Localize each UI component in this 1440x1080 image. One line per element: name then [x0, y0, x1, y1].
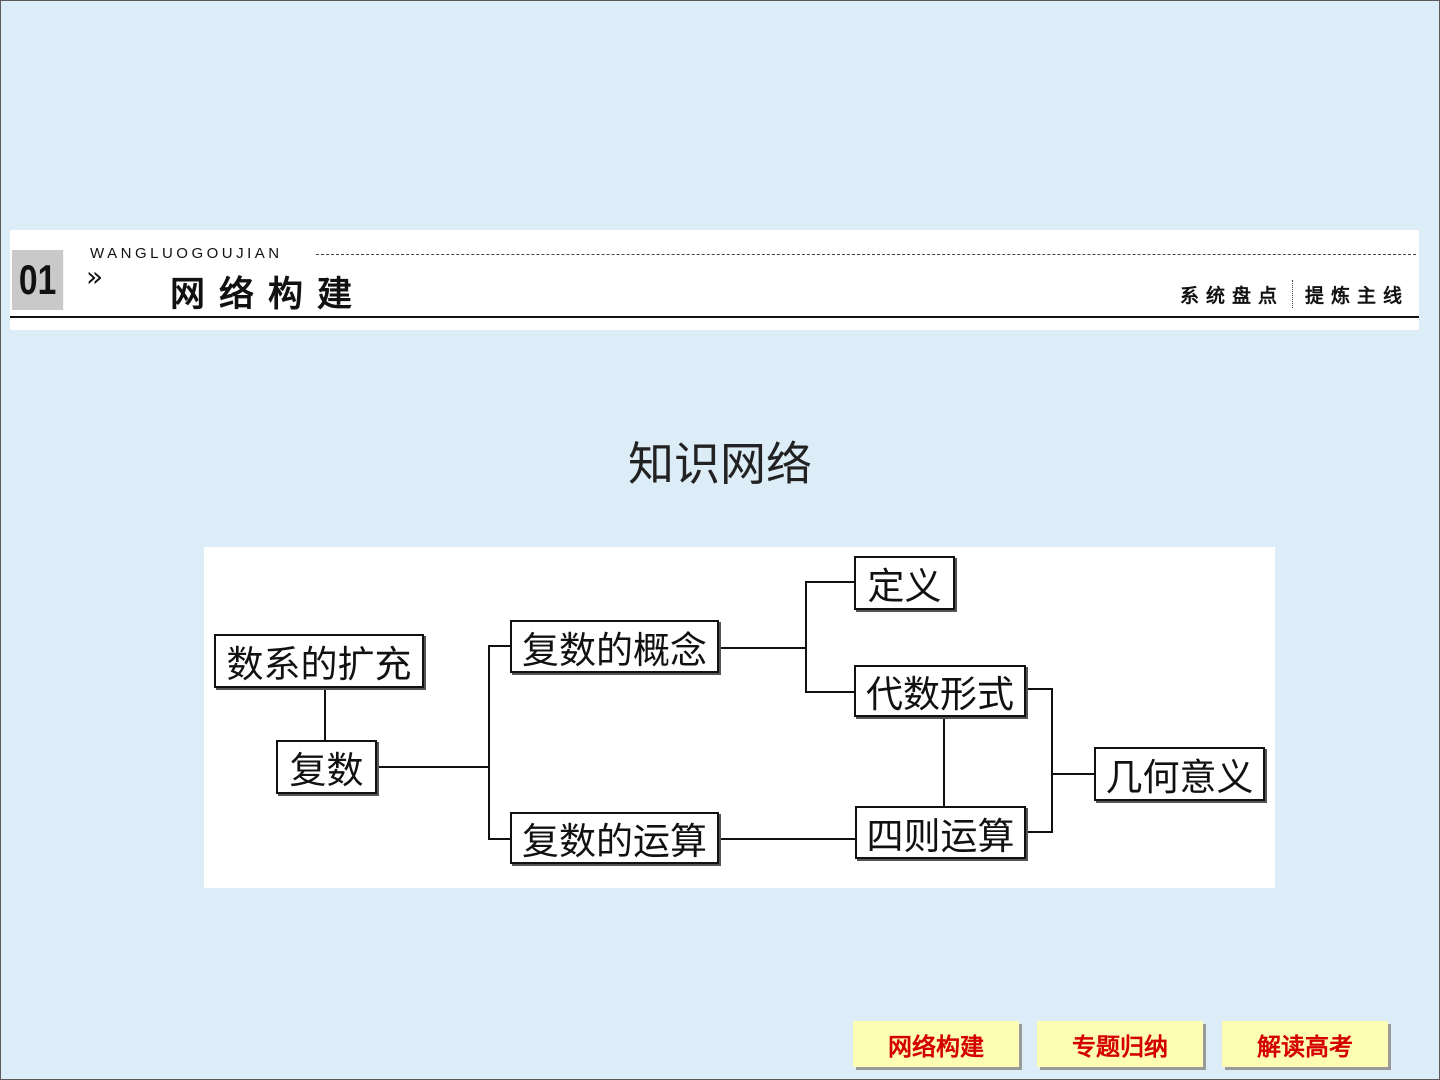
header-rule: [10, 316, 1419, 318]
node-complex-concept: 复数的概念: [510, 620, 719, 673]
nav-button-exam[interactable]: 解读高考: [1222, 1021, 1388, 1067]
section-title: 网络构建: [170, 275, 367, 315]
section-pinyin: WANGLUOGOUJIAN: [90, 245, 283, 262]
dashed-divider: [316, 254, 1416, 255]
tag-separator: [1291, 280, 1293, 308]
section-header: 01 » WANGLUOGOUJIAN 网络构建 系统盘点 提炼主线: [10, 230, 1419, 330]
nav-button-topics[interactable]: 专题归纳: [1037, 1021, 1203, 1067]
node-number-system-expansion: 数系的扩充: [214, 634, 424, 688]
section-number: 01: [12, 250, 64, 310]
diagram-panel: [204, 547, 1275, 888]
header-tags: 系统盘点 提炼主线: [1180, 280, 1409, 308]
node-complex-number: 复数: [276, 740, 377, 794]
node-geometric-meaning: 几何意义: [1094, 747, 1265, 801]
page-title: 知识网络: [628, 437, 812, 491]
node-algebraic-form: 代数形式: [854, 665, 1026, 717]
node-four-operations: 四则运算: [855, 806, 1026, 859]
nav-button-network[interactable]: 网络构建: [853, 1021, 1019, 1067]
tag-right: 提炼主线: [1304, 284, 1409, 307]
double-chevron-icon: »: [86, 260, 104, 293]
tag-left: 系统盘点: [1179, 284, 1284, 307]
node-complex-operation: 复数的运算: [510, 812, 719, 864]
node-definition: 定义: [854, 556, 955, 610]
